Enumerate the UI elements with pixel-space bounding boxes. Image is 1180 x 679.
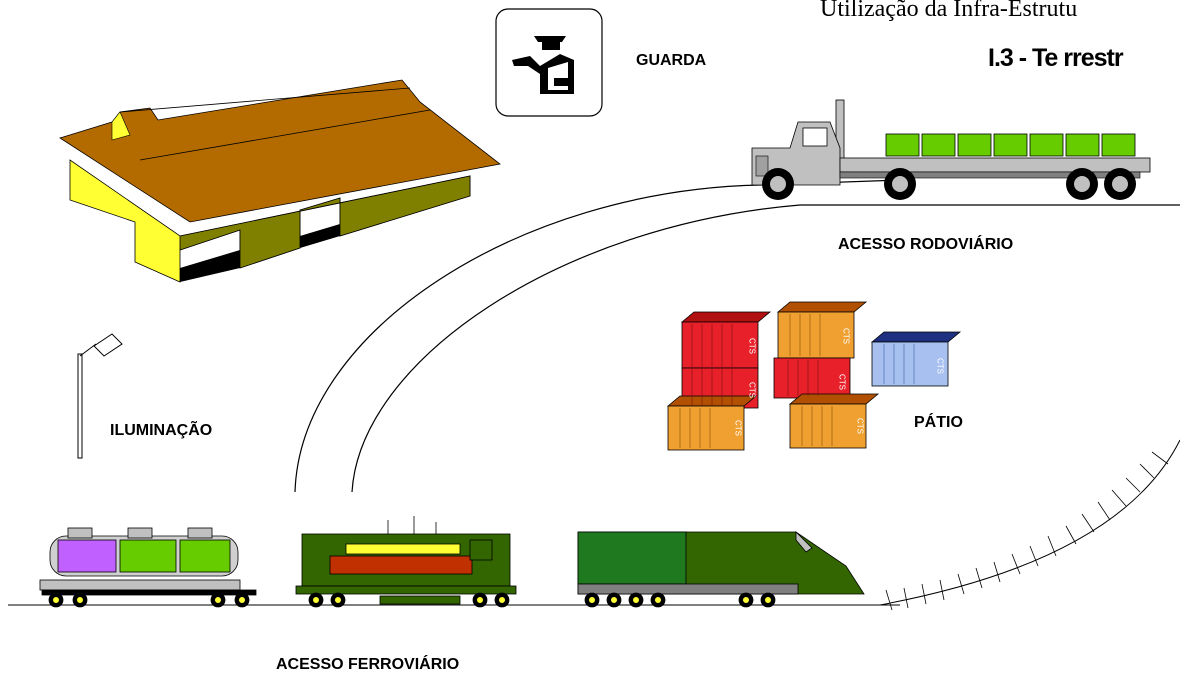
container-yard [666, 301, 962, 451]
container-marking: CTS [936, 358, 945, 374]
guard-label: GUARDA [636, 52, 707, 69]
guard-icon [495, 8, 603, 117]
container-marking: CTS [842, 328, 851, 344]
road-access-label: ACESSO RODOVIÁRIO [838, 236, 1014, 253]
lighting-label: ILUMINAÇÃO [110, 422, 213, 439]
lamp-post-icon [77, 333, 123, 459]
container-marking: CTS [748, 382, 757, 398]
container-marking: CTS [856, 418, 865, 434]
container-marking: CTS [734, 420, 743, 436]
container-marking: CTS [748, 338, 757, 354]
truck-icon [751, 99, 1151, 200]
tank-wagon-icon [39, 527, 257, 608]
yard-label: PÁTIO [914, 414, 963, 431]
warehouse-icon [59, 79, 501, 283]
header-title: Utilização da Infra-Estrutu [820, 0, 1078, 22]
diesel-locomotive-icon [295, 516, 517, 608]
access-road [294, 179, 1180, 493]
rail-access-label: ACESSO FERROVIÁRIO [276, 656, 460, 673]
container-marking: CTS [838, 374, 847, 390]
section-title: I.3 - Te rrestr [988, 44, 1124, 72]
streamlined-locomotive-icon [577, 531, 865, 608]
